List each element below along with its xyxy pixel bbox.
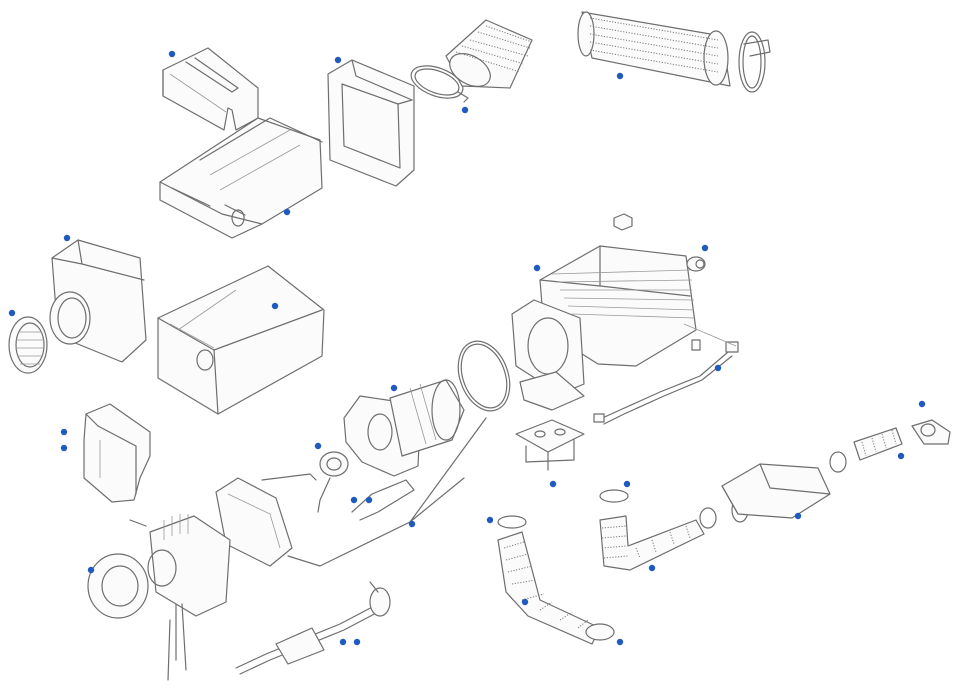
bracket <box>83 403 151 503</box>
hotspot-nut[interactable] <box>701 244 709 252</box>
exhaust-hose <box>599 489 705 571</box>
hotspot-glow-plug[interactable] <box>314 442 322 450</box>
o-ring <box>457 340 511 412</box>
hotspot-bracket-upper[interactable] <box>60 428 68 436</box>
short-flex-duct <box>445 19 533 89</box>
hotspot-hose-clamp-small[interactable] <box>461 106 469 114</box>
hotspot-glow-plug-wire[interactable] <box>350 496 358 504</box>
lower-casing <box>159 117 323 239</box>
hotspot-intake-clamp[interactable] <box>486 516 494 524</box>
hotspot-intake-hose[interactable] <box>521 598 529 606</box>
hotspot-fuel-pump[interactable] <box>339 638 347 646</box>
hotspot-heat-exchanger[interactable] <box>533 264 541 272</box>
fuel-pump <box>235 581 391 675</box>
end-cap <box>49 239 147 363</box>
hotspot-exhaust-clamp[interactable] <box>623 480 631 488</box>
hose-clamp-large <box>738 31 771 93</box>
hotspot-upper-cover[interactable] <box>168 50 176 58</box>
hotspot-silencer[interactable] <box>794 512 802 520</box>
hotspot-flexible-air-duct[interactable] <box>616 72 624 80</box>
combustion-chamber <box>343 379 465 477</box>
hotspot-square-frame[interactable] <box>334 56 342 64</box>
silencer-group <box>699 427 903 529</box>
hose-clamp-small <box>410 65 469 103</box>
hotspot-exhaust-hose[interactable] <box>648 564 656 572</box>
hotspot-gasket-kit[interactable] <box>408 520 416 528</box>
leader-lines <box>287 417 487 567</box>
upper-cover <box>162 47 259 131</box>
bottom-tray <box>157 265 325 415</box>
wiring-harness <box>593 323 739 425</box>
hotspot-lower-casing[interactable] <box>283 208 291 216</box>
hotspot-layer <box>8 50 926 646</box>
hotspot-intake-cap[interactable] <box>616 638 624 646</box>
hotspot-pipe-clip[interactable] <box>918 400 926 408</box>
hotspot-end-cap[interactable] <box>63 234 71 242</box>
nuts <box>613 213 706 272</box>
flexible-air-duct <box>577 11 731 87</box>
hotspot-flex-pipe[interactable] <box>897 452 905 460</box>
hotspot-combustion-chamber[interactable] <box>390 384 398 392</box>
hotspot-bottom-tray[interactable] <box>271 302 279 310</box>
grille <box>8 316 48 374</box>
blower-motor <box>87 514 231 681</box>
square-frame <box>327 59 415 187</box>
hotspot-grille[interactable] <box>8 309 16 317</box>
hotspot-base-plate[interactable] <box>549 480 557 488</box>
intake-hose <box>497 515 615 645</box>
hotspot-bracket-lower[interactable] <box>60 444 68 452</box>
hotspot-blower-motor[interactable] <box>87 566 95 574</box>
hotspot-fuel-pump-2[interactable] <box>353 638 361 646</box>
hotspot-flame-sensor[interactable] <box>365 496 373 504</box>
heat-exchanger <box>511 245 697 411</box>
hotspot-wiring-harness[interactable] <box>714 364 722 372</box>
pipe-clip <box>911 419 951 445</box>
base-plate <box>515 419 585 471</box>
